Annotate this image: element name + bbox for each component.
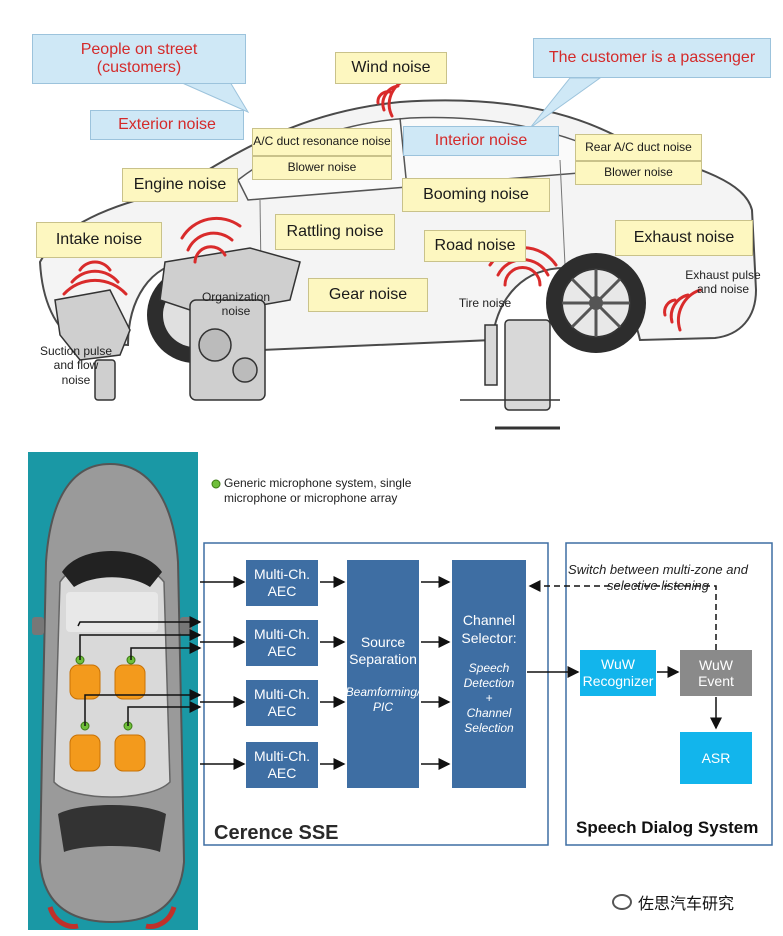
engine-block-icon [159,247,301,401]
aec-block-3: Multi-Ch. AEC [246,680,318,726]
speech-dialog-system-label: Speech Dialog System [576,818,759,837]
exhaust-noise-label: Exhaust noise [615,220,753,256]
channel-selector-subtitle: Speech Detection + Channel Selection [463,661,515,735]
booming-noise-label: Booming noise [402,178,550,212]
aec-block-4: Multi-Ch. AEC [246,742,318,788]
organization-noise-label: Organization noise [201,290,271,319]
intake-noise-label: Intake noise [36,222,162,258]
wuw-event-block: WuW Event [680,650,752,696]
watermark: 佐思汽车研究 [612,890,734,914]
channel-selector-block: Channel Selector: Speech Detection + Cha… [452,560,526,788]
blower-noise-front-label: Blower noise [252,156,392,180]
seat-icons [69,664,146,772]
intake-assembly-icon [54,289,131,401]
road-noise-label: Road noise [424,230,526,262]
speech-dialog-frame [565,542,773,846]
cerence-sse-frame [203,542,549,846]
source-separation-subtitle: Beamforming/ PIC [345,684,421,714]
rattling-noise-label: Rattling noise [275,214,395,250]
switch-note: Switch between multi-zone and selective … [568,562,748,594]
source-separation-title: Source Separation [349,633,417,668]
tire-noise-label: Tire noise [458,296,512,310]
rear-wheel-icon [546,253,646,353]
aec-block-2: Multi-Ch. AEC [246,620,318,666]
source-separation-block: Source Separation Beamforming/ PIC [345,560,421,788]
watermark-text: 佐思汽车研究 [638,894,735,913]
interior-noise-label: Interior noise [403,126,559,156]
blower-noise-rear-label: Blower noise [575,161,702,185]
engine-noise-label: Engine noise [122,168,238,202]
customer-passenger-callout: The customer is a passenger [533,38,771,78]
noise-source-diagram: People on street (customers) Exterior no… [0,0,783,440]
rear-ac-duct-label: Rear A/C duct noise [575,134,702,161]
people-on-street-callout: People on street (customers) [32,34,246,84]
ac-duct-resonance-label: A/C duct resonance noise [252,128,392,156]
asr-block: ASR [680,732,752,784]
mic-legend-text: Generic microphone system, single microp… [224,476,412,505]
cerence-sse-label: Cerence SSE [214,822,339,844]
wechat-icon [612,894,632,910]
wind-noise-label: Wind noise [335,52,447,84]
suspension-icon [460,319,560,430]
exhaust-pulse-label: Exhaust pulse and noise [685,268,761,297]
gear-noise-label: Gear noise [308,278,428,312]
channel-selector-title: Channel Selector: [461,612,517,646]
suction-pulse-label: Suction pulse and flow noise [39,344,113,387]
speech-signal-enhancement-diagram: Generic microphone system, single microp… [0,452,783,936]
wuw-recognizer-block: WuW Recognizer [580,650,656,696]
aec-block-1: Multi-Ch. AEC [246,560,318,606]
sse-diagram-graphics [28,452,773,930]
exterior-noise-label: Exterior noise [90,110,244,140]
